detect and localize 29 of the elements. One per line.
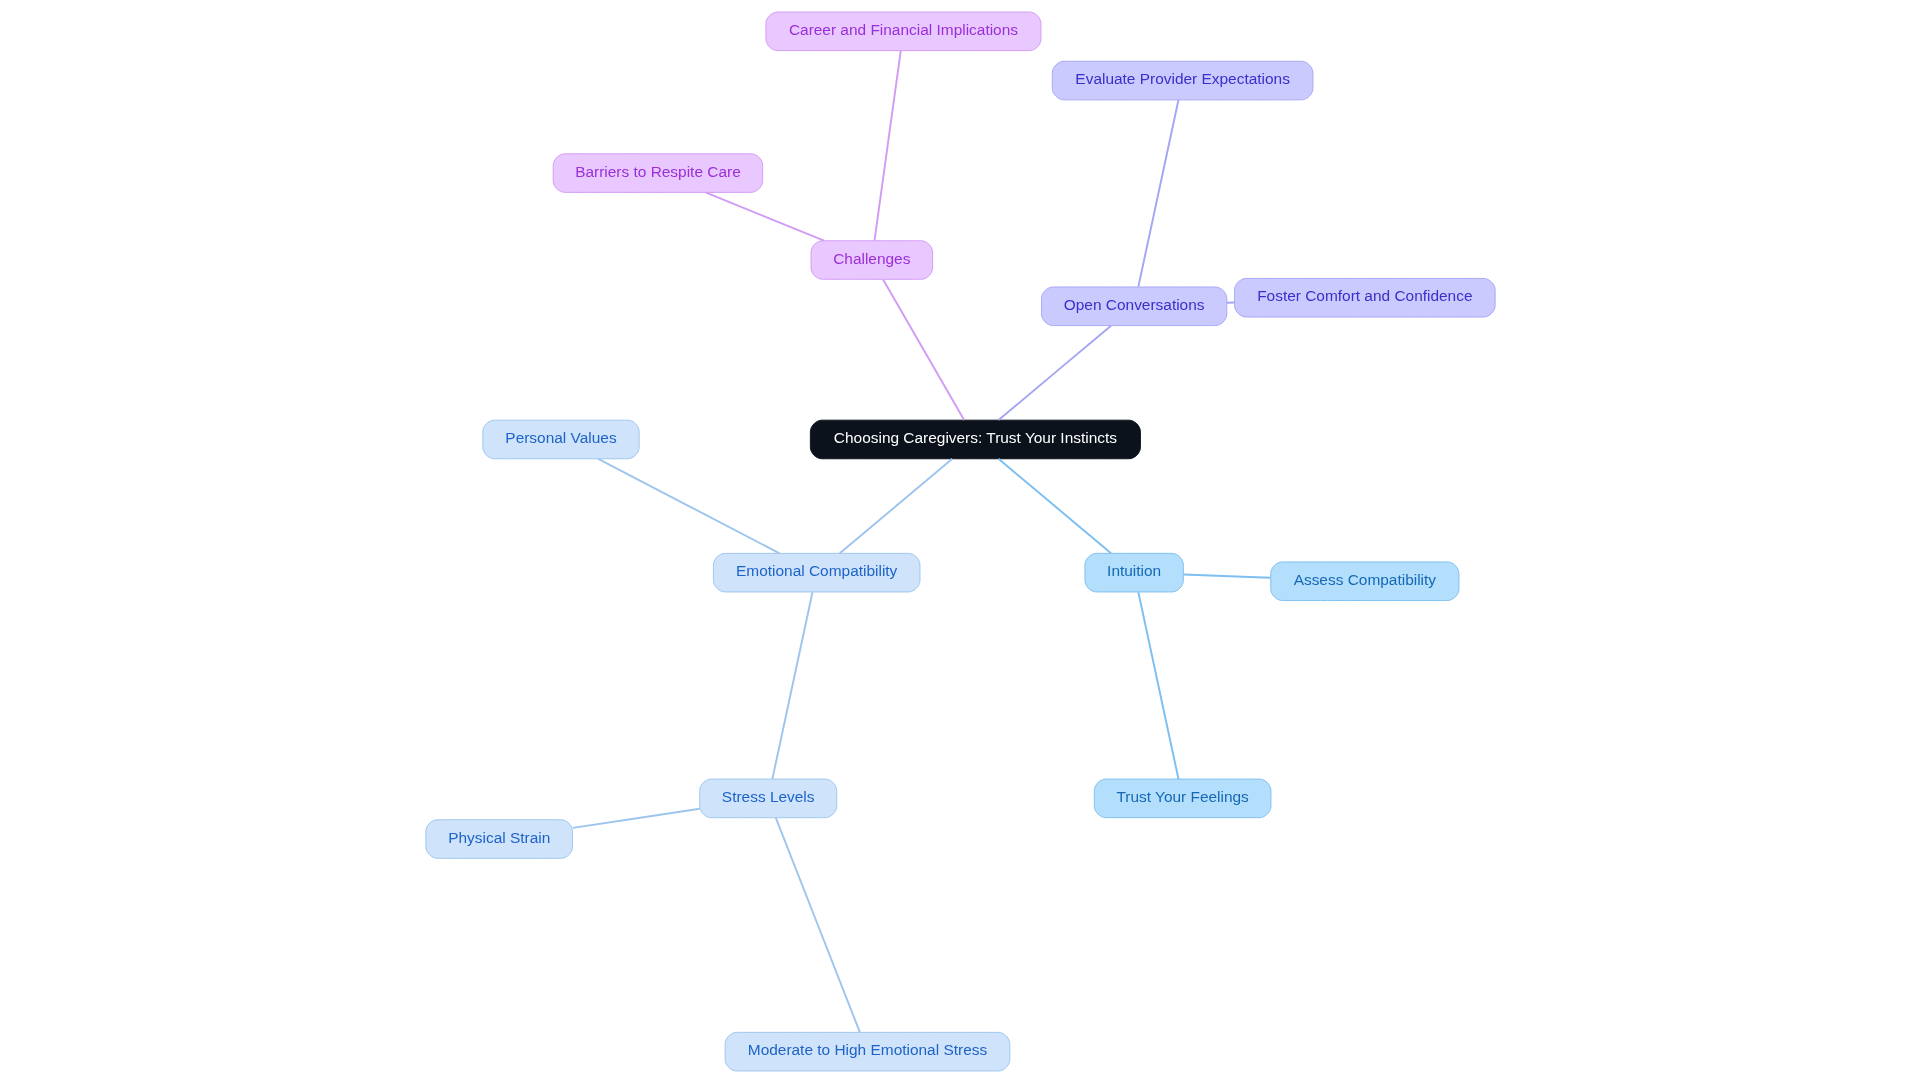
node-box: Assess Compatibility — [1269, 561, 1459, 601]
node-box: Moderate to High Emotional Stress — [724, 1031, 1010, 1072]
node-box: Intuition — [1083, 552, 1184, 593]
connector — [881, 278, 965, 421]
node-box: Stress Levels — [698, 778, 837, 819]
connector — [704, 191, 825, 242]
connector — [571, 807, 701, 829]
node-box: Open Conversations — [1040, 286, 1227, 327]
connector — [873, 49, 902, 242]
connector — [1136, 591, 1179, 780]
node-box: Evaluate Provider Expectations — [1051, 60, 1313, 101]
node-box: Trust Your Feelings — [1093, 778, 1271, 819]
connector — [1136, 99, 1179, 288]
node-box: Emotional Compatibility — [712, 552, 920, 593]
connector — [997, 457, 1112, 555]
node-box: Foster Comfort and Confidence — [1233, 277, 1496, 318]
connector — [774, 816, 861, 1034]
node-box: Challenges — [810, 240, 933, 280]
node-box: Personal Values — [481, 419, 640, 460]
connector — [997, 324, 1112, 422]
node-box: Barriers to Respite Care — [552, 153, 763, 193]
connector — [1182, 573, 1271, 579]
node-box: Choosing Caregivers: Trust Your Instincts — [809, 419, 1141, 460]
connector — [596, 457, 780, 555]
node-box: Physical Strain — [424, 819, 573, 859]
connector — [1225, 301, 1235, 304]
connector — [838, 457, 953, 555]
connector — [770, 591, 813, 780]
node-box: Career and Financial Implications — [764, 11, 1041, 52]
